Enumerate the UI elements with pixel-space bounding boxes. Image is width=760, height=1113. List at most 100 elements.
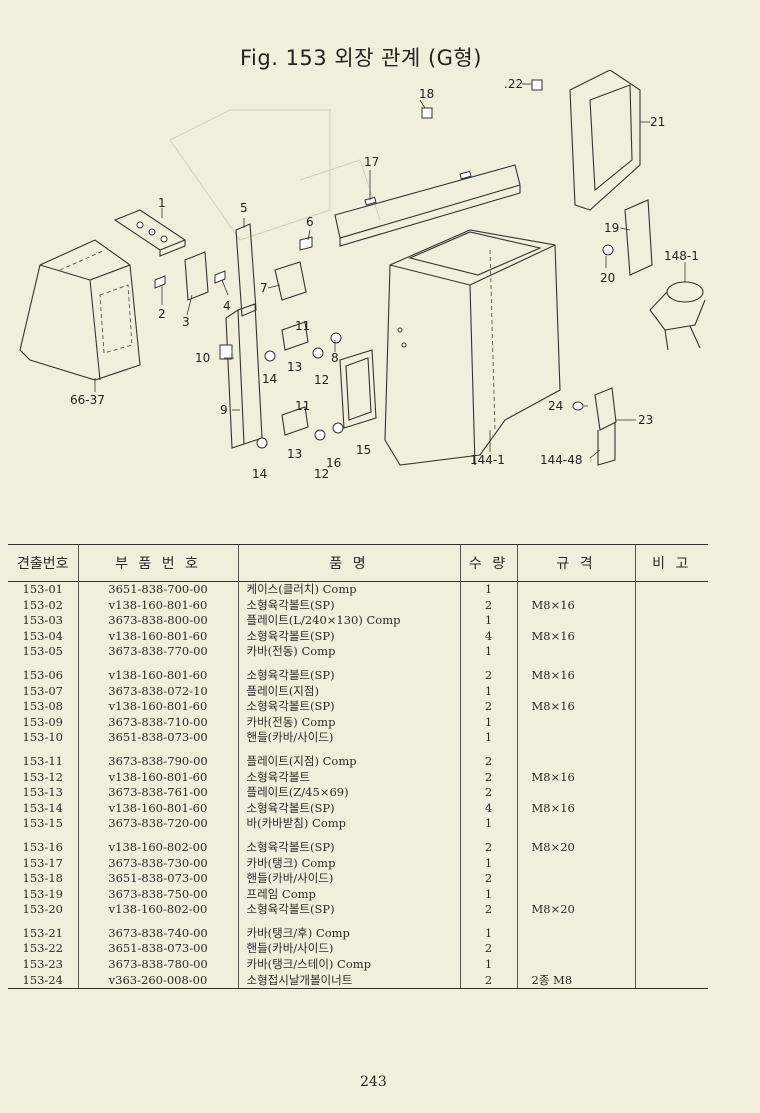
callout-11a: 11 [295, 319, 310, 333]
cell-remarks [634, 816, 708, 832]
callout-11b: 11 [295, 399, 310, 413]
header-part-no: 부 품 번 호 [77, 544, 238, 582]
spacer-cell [459, 917, 517, 926]
part-19-frame [624, 199, 653, 276]
cell-no: 153-09 [22, 714, 63, 729]
cell-spec: M8×16 [516, 800, 635, 817]
cell-name: 플레이트(지점) [237, 683, 460, 700]
cell-name: 소형육각볼트(SP) [237, 902, 460, 918]
cell-no: 153-14 [22, 800, 63, 815]
callout-4: 4 [223, 299, 231, 313]
cell-no: 153-01 [22, 582, 63, 596]
cell-no: 153-02 [22, 597, 63, 612]
cell-name: 카바(전동) Comp [237, 644, 460, 660]
spacer-cell [8, 660, 78, 668]
cell-no: 153-06 [22, 667, 63, 682]
cell-part: 3673-838-710-00 [77, 714, 238, 731]
cell-remarks [634, 902, 708, 918]
cell-spec: M8×16 [516, 628, 635, 645]
cell-no: 153-22 [22, 941, 63, 956]
cell-part: 3651-838-073-00 [77, 730, 238, 746]
spacer-cell [77, 917, 238, 926]
spacer-cell [237, 917, 460, 926]
cell-spec [516, 941, 635, 958]
cell-name: 케이스(클러치) Comp [237, 581, 460, 598]
callout-66-37: 66-37 [70, 393, 105, 407]
cell-name: 플레이트(Z/45×69) [237, 785, 460, 801]
table-header-row: 견출번호 부 품 번 호 품 명 수 량 규 격 비 고 [8, 544, 708, 582]
spacer-cell [77, 659, 238, 668]
cell-qty: 2 [459, 597, 517, 614]
callout-8: 8 [331, 351, 339, 365]
cell-part: v138-160-801-60 [77, 699, 238, 715]
cell-name: 소형육각볼트(SP) [237, 628, 460, 645]
cell-qty: 4 [459, 628, 517, 645]
cell-no: 153-18 [22, 871, 63, 886]
cell-spec [516, 871, 635, 887]
callout-22: .22 [504, 77, 523, 91]
part-24-nut [572, 401, 584, 411]
callout-13a: 13 [287, 360, 302, 374]
cell-remarks [634, 886, 708, 903]
cell-name: 소형육각볼트(SP) [237, 597, 460, 614]
cell-spec [516, 613, 635, 629]
part-148-1-pump [649, 281, 706, 351]
cell-spec: M8×16 [516, 699, 635, 715]
spacer-cell [459, 831, 517, 840]
cell-part: 3673-838-790-00 [77, 753, 238, 770]
callout-15: 15 [356, 443, 371, 457]
cell-spec: M8×16 [516, 667, 635, 684]
header-remarks: 비 고 [634, 544, 708, 582]
cell-part: 3673-838-740-00 [77, 925, 238, 942]
part-6-bolt [299, 236, 313, 251]
cell-qty: 1 [459, 957, 517, 973]
cell-part: v138-160-801-60 [77, 769, 238, 786]
cell-qty: 2 [459, 871, 517, 887]
cell-name: 플레이트(지점) Comp [237, 753, 460, 770]
spacer-cell [634, 659, 708, 668]
spacer-cell [516, 831, 635, 840]
spacer-cell [516, 745, 635, 754]
cell-part: 3651-838-073-00 [77, 871, 238, 887]
cell-remarks [634, 714, 708, 731]
cell-spec: M8×16 [516, 769, 635, 786]
callout-3: 3 [182, 315, 190, 329]
cell-spec [516, 855, 635, 872]
cell-remarks [634, 644, 708, 660]
cell-spec [516, 886, 635, 903]
cell-name: 핸들(카바/사이드) [237, 730, 460, 746]
part-13-plate [281, 406, 309, 436]
cell-no: 153-15 [22, 816, 63, 831]
spacer-cell [237, 659, 460, 668]
header-ref-no: 견출번호 [8, 544, 78, 582]
cell-no: 153-04 [22, 628, 63, 643]
cell-remarks [634, 785, 708, 801]
cell-name: 소형육각볼트(SP) [237, 699, 460, 715]
cell-qty: 4 [459, 800, 517, 817]
cell-remarks [634, 855, 708, 872]
cell-name: 카바(탱크/후) Comp [237, 925, 460, 942]
cell-qty: 2 [459, 769, 517, 786]
cell-remarks [634, 871, 708, 887]
callout-12b: 12 [314, 467, 329, 481]
cell-qty: 2 [459, 902, 517, 918]
cell-qty: 1 [459, 644, 517, 660]
cell-part: 3651-838-073-00 [77, 941, 238, 958]
cell-qty: 2 [459, 972, 517, 990]
callout-5: 5 [240, 201, 248, 215]
callout-20: 20 [600, 271, 615, 285]
callout-10: 10 [195, 351, 210, 365]
callout-6: 6 [306, 215, 314, 229]
cell-remarks [634, 667, 708, 684]
cell-remarks [634, 753, 708, 770]
part-11-plate [281, 321, 309, 351]
cell-spec: M8×16 [516, 597, 635, 614]
header-part-name: 품 명 [237, 544, 460, 582]
cell-no: 153-20 [22, 902, 63, 917]
figure-title: Fig. 153 외장 관계 (G형) [240, 46, 482, 70]
part-144-1-tank [384, 229, 561, 466]
